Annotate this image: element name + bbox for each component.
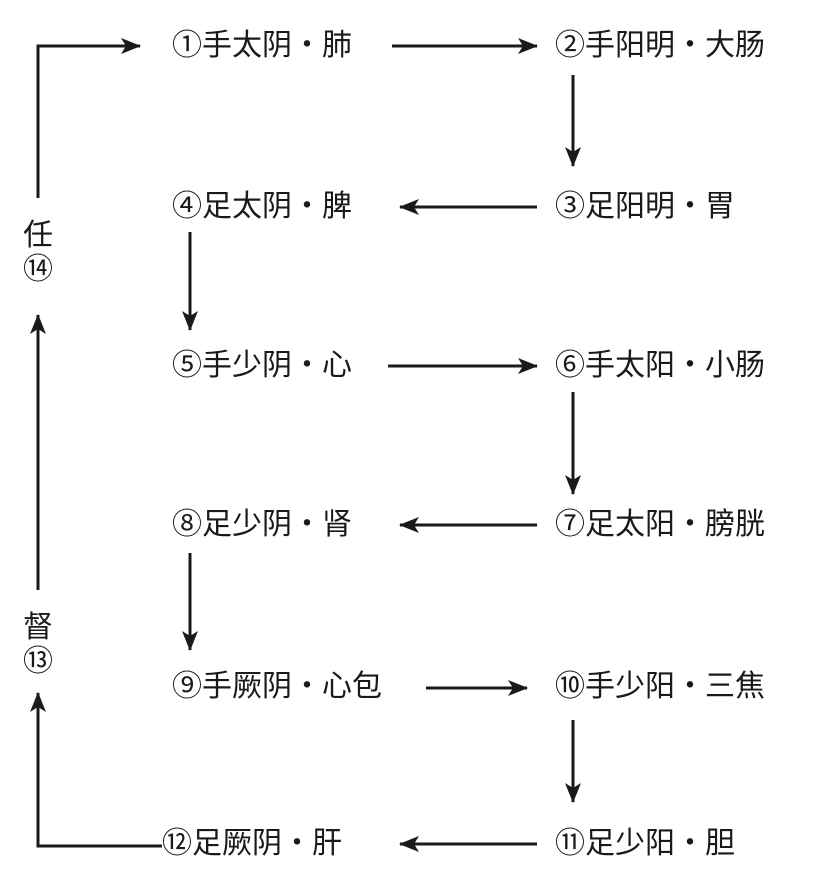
- du-vessel-label: 督 ⑬: [8, 611, 68, 679]
- node-small-intestine-meridian: ⑥手太阳・小肠: [555, 348, 765, 383]
- node-bladder-meridian: ⑦足太阳・膀胱: [555, 507, 765, 542]
- ren-vessel-name: 任: [23, 218, 53, 253]
- node-pericardium-meridian: ⑨手厥阴・心包: [172, 669, 382, 704]
- node-stomach-meridian: ③足阳明・胃: [555, 189, 735, 224]
- arrow-12-to-13: [30, 692, 162, 848]
- node-kidney-meridian: ⑧足少阴・肾: [172, 507, 352, 542]
- node-spleen-meridian: ④足太阴・脾: [172, 189, 352, 224]
- node-gallbladder-meridian: ⑪足少阳・胆: [555, 826, 735, 861]
- du-vessel-name: 督: [23, 610, 53, 645]
- node-large-intestine-meridian: ②手阳明・大肠: [555, 28, 765, 63]
- node-liver-meridian: ⑫足厥阴・肝: [162, 826, 342, 861]
- ren-vessel-label: 任 ⑭: [8, 219, 68, 287]
- node-lung-meridian: ①手太阴・肺: [172, 28, 352, 63]
- node-heart-meridian: ⑤手少阴・心: [172, 348, 352, 383]
- du-vessel-number: ⑬: [23, 644, 53, 679]
- node-triple-burner-meridian: ⑩手少阳・三焦: [555, 669, 765, 704]
- ren-vessel-number: ⑭: [23, 252, 53, 287]
- arrow-14-to-1: [36, 38, 141, 198]
